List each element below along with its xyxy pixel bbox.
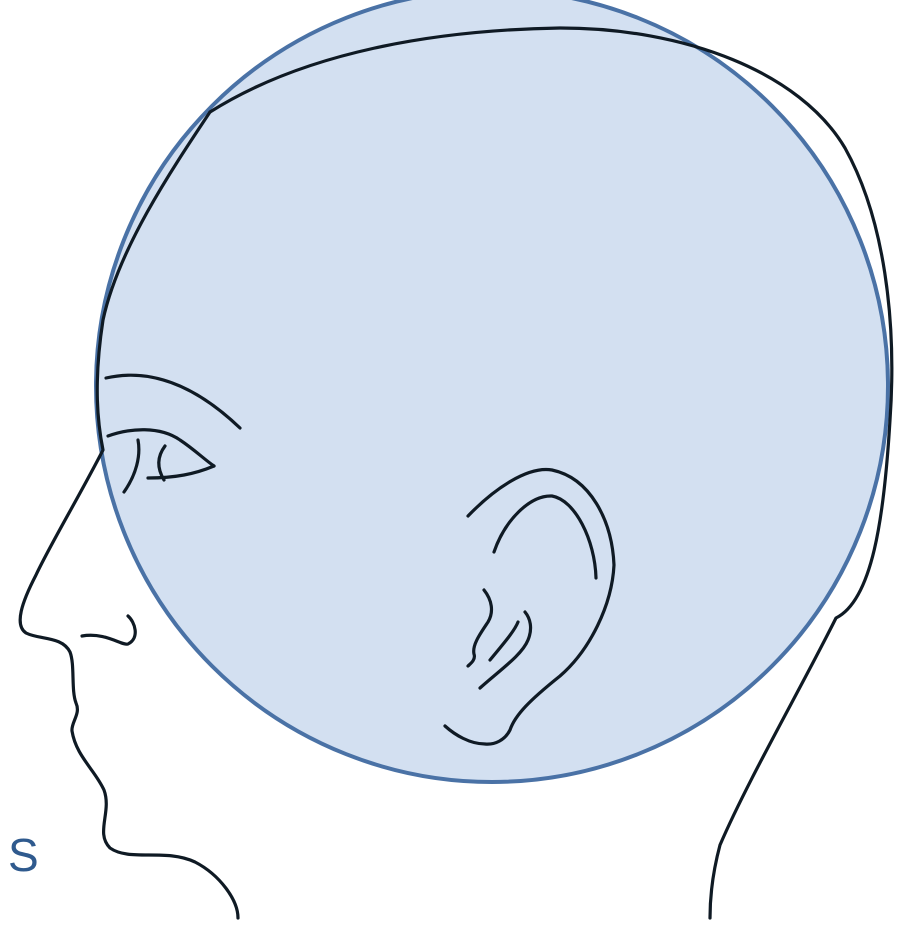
nostril-line	[82, 616, 135, 644]
corner-label: S	[8, 832, 39, 878]
overlay-sphere	[96, 0, 888, 782]
